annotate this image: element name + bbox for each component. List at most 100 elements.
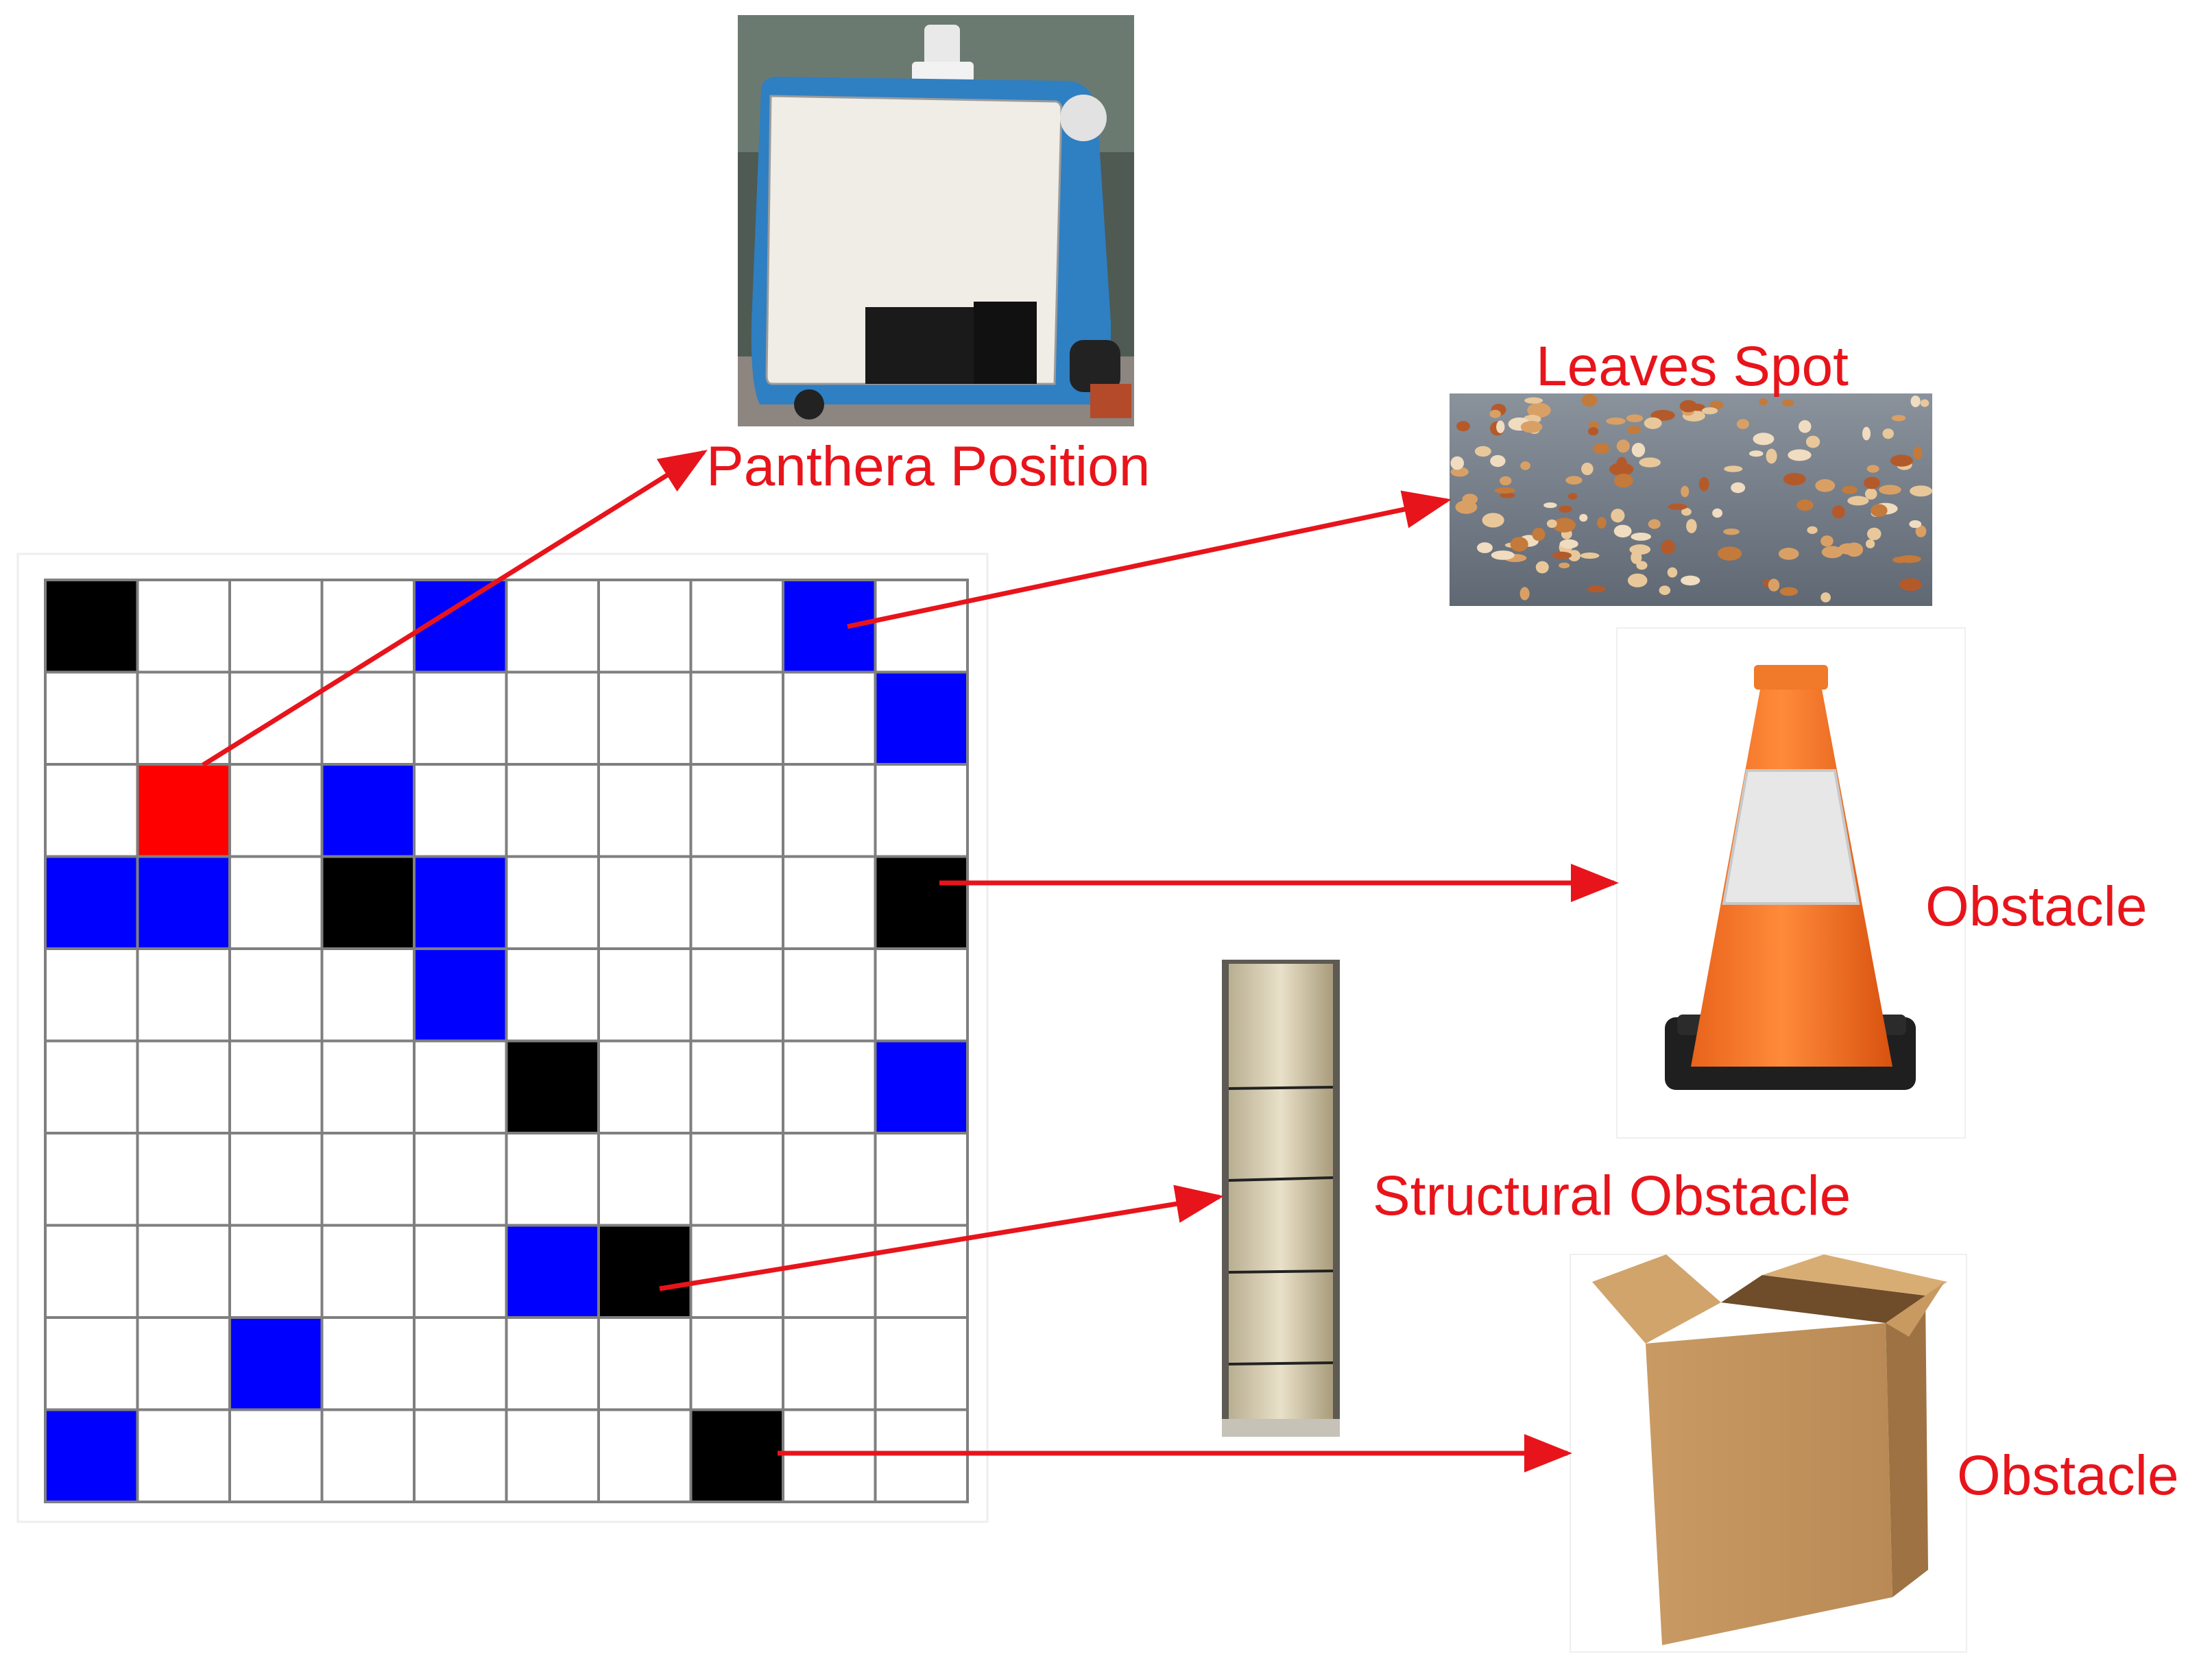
empty-cell: [228, 763, 324, 858]
leaf-speck: [1616, 439, 1630, 453]
empty-cell: [505, 947, 600, 1043]
empty-cell: [782, 1408, 877, 1503]
empty-cell: [505, 1316, 600, 1411]
leaf-speck: [1631, 550, 1642, 564]
leaf-speck: [1456, 421, 1470, 432]
leaf-speck: [1527, 402, 1551, 418]
empty-cell: [228, 947, 324, 1043]
leaf-speck: [1866, 465, 1879, 473]
leaf-speck: [1731, 482, 1746, 494]
empty-cell: [597, 855, 693, 950]
empty-cell: [689, 947, 784, 1043]
empty-cell: [228, 579, 324, 674]
leaf-speck: [1597, 517, 1607, 529]
empty-cell: [44, 763, 139, 858]
leaf-speck: [1567, 550, 1580, 561]
label-structural-obstacle: Structural Obstacle: [1373, 1165, 1851, 1227]
leaf-speck: [1718, 546, 1742, 561]
empty-cell: [689, 855, 784, 950]
empty-cell: [505, 579, 600, 674]
robot-cell: [136, 763, 231, 858]
empty-cell: [44, 1316, 139, 1411]
leaf-speck: [1581, 462, 1594, 476]
leaves-cell: [136, 855, 231, 950]
empty-cell: [44, 947, 139, 1043]
empty-cell: [597, 670, 693, 766]
leaf-speck: [1913, 446, 1923, 460]
empty-cell: [413, 763, 508, 858]
empty-cell: [505, 1408, 600, 1503]
leaf-speck: [1546, 519, 1557, 529]
empty-cell: [689, 1039, 784, 1134]
empty-cell: [597, 763, 693, 858]
empty-cell: [782, 855, 877, 950]
empty-cell: [320, 1224, 416, 1319]
leaf-speck: [1681, 507, 1692, 516]
leaf-speck: [1496, 420, 1505, 434]
empty-cell: [136, 1132, 231, 1227]
leaf-speck: [1627, 573, 1648, 587]
leaf-speck: [1831, 505, 1845, 519]
leaf-speck: [1759, 398, 1768, 406]
leaf-speck: [1644, 417, 1662, 429]
leaf-speck: [1920, 399, 1930, 407]
leaf-speck: [1500, 492, 1515, 498]
empty-cell: [413, 1132, 508, 1227]
leaf-speck: [1535, 561, 1549, 574]
leaf-speck: [1910, 485, 1933, 497]
leaf-speck: [1702, 407, 1718, 415]
leaf-speck: [1659, 585, 1671, 596]
empty-cell: [597, 1408, 693, 1503]
empty-cell: [689, 579, 784, 674]
empty-cell: [136, 1224, 231, 1319]
leaf-speck: [1748, 450, 1764, 457]
leaf-speck: [1543, 502, 1557, 509]
empty-cell: [505, 1132, 600, 1227]
leaf-speck: [1783, 472, 1806, 486]
leaf-speck: [1753, 433, 1775, 446]
leaf-speck: [1636, 561, 1648, 570]
leaf-speck: [1474, 446, 1491, 457]
leaf-speck: [1915, 525, 1927, 537]
leaf-speck: [1631, 442, 1646, 457]
leaf-speck: [1510, 537, 1528, 552]
leaf-speck: [1559, 562, 1570, 569]
obstacle-cell: [44, 579, 139, 674]
arrow-to-leaves: [847, 490, 1452, 629]
empty-cell: [597, 1039, 693, 1134]
label-obstacle-cone: Obstacle: [1925, 875, 2148, 938]
empty-cell: [136, 670, 231, 766]
empty-cell: [874, 1132, 969, 1227]
leaf-speck: [1552, 551, 1572, 559]
empty-cell: [320, 1132, 416, 1227]
cardboard-box-photo: [1570, 1254, 1967, 1653]
empty-cell: [320, 1039, 416, 1134]
leaf-speck: [1766, 448, 1777, 464]
empty-cell: [320, 1408, 416, 1503]
arrow-to-pillar: [659, 1185, 1224, 1291]
empty-cell: [597, 947, 693, 1043]
empty-cell: [782, 1132, 877, 1227]
empty-cell: [689, 1316, 784, 1411]
leaf-speck: [1871, 504, 1888, 518]
empty-cell: [782, 763, 877, 858]
leaf-speck: [1494, 487, 1515, 494]
leaf-speck: [1882, 428, 1894, 439]
leaves-cell: [413, 947, 508, 1043]
leaf-speck: [1779, 587, 1799, 596]
empty-cell: [44, 1039, 139, 1134]
leaf-speck: [1807, 526, 1818, 534]
leaf-speck: [1796, 499, 1814, 511]
leaf-speck: [1866, 527, 1882, 541]
leaf-speck: [1865, 539, 1875, 548]
leaf-speck: [1613, 524, 1632, 538]
leaf-speck: [1736, 419, 1749, 429]
leaf-speck: [1864, 476, 1880, 489]
leaf-speck: [1579, 513, 1588, 522]
leaf-speck: [1611, 509, 1625, 523]
empty-cell: [228, 1224, 324, 1319]
empty-cell: [782, 1039, 877, 1134]
obstacle-cell: [597, 1224, 693, 1319]
leaf-speck: [1552, 518, 1576, 533]
arrows: [202, 450, 1619, 1472]
